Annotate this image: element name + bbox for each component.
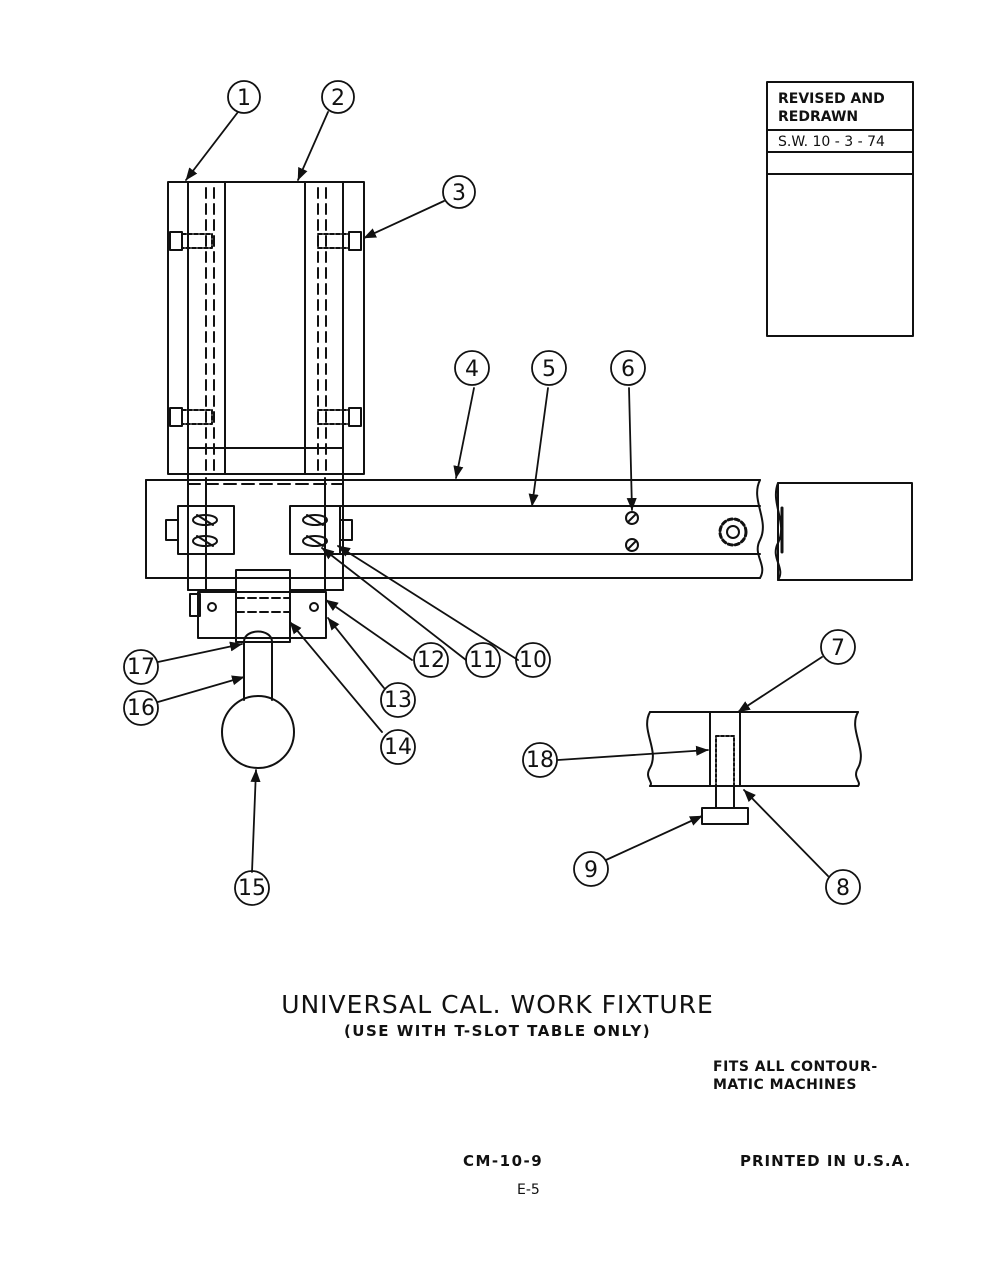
- column-base: [187, 447, 344, 591]
- callout-9-circle: [573, 851, 609, 887]
- callout-13-circle: [380, 682, 416, 718]
- callout-11: 11: [465, 642, 501, 678]
- callout-10: 10: [515, 642, 551, 678]
- callout-10-number: 10: [519, 648, 547, 673]
- callout-3-circle: [442, 175, 476, 209]
- revision-line-2: REDRAWN: [778, 109, 858, 125]
- page-number: E-5: [517, 1182, 540, 1198]
- callout-14-number: 14: [384, 735, 412, 760]
- callout-10-circle: [515, 642, 551, 678]
- callout-17-number: 17: [127, 655, 155, 680]
- callout-2-circle: [321, 80, 355, 114]
- callout-6-number: 6: [621, 357, 635, 382]
- callout-6: 6: [610, 350, 646, 386]
- callout-1: 1: [227, 80, 261, 114]
- fits-note-line-1: FITS ALL CONTOUR-: [713, 1059, 878, 1075]
- callout-1-circle: [227, 80, 261, 114]
- callout-18: 18: [522, 742, 558, 778]
- vertical-column: [167, 181, 365, 475]
- printed-in-usa: PRINTED IN U.S.A.: [740, 1152, 912, 1170]
- callout-1-number: 1: [237, 86, 251, 111]
- leader-lines: [157, 111, 829, 877]
- revision-block: REVISED AND REDRAWN S.W. 10 - 3 - 74: [766, 81, 914, 337]
- callout-5: 5: [531, 350, 567, 386]
- callout-12-number: 12: [417, 648, 445, 673]
- callout-15-circle: [234, 870, 270, 906]
- callout-5-number: 5: [542, 357, 556, 382]
- callout-14-circle: [380, 729, 416, 765]
- callout-9-number: 9: [584, 858, 598, 883]
- drawing-subtitle: (USE WITH T-SLOT TABLE ONLY): [343, 1022, 652, 1040]
- callout-7: 7: [820, 629, 856, 665]
- revision-line-3: S.W. 10 - 3 - 74: [778, 134, 885, 150]
- callout-5-circle: [531, 350, 567, 386]
- callout-17-circle: [123, 649, 159, 685]
- callout-4-number: 4: [465, 357, 479, 382]
- callout-9: 9: [573, 851, 609, 887]
- callout-6-circle: [610, 350, 646, 386]
- callout-4: 4: [454, 350, 490, 386]
- callout-13-number: 13: [384, 688, 412, 713]
- callout-11-number: 11: [469, 648, 497, 673]
- callout-3-number: 3: [452, 181, 466, 206]
- callout-7-circle: [820, 629, 856, 665]
- callout-12: 12: [413, 642, 449, 678]
- callout-15-number: 15: [238, 876, 266, 901]
- callout-17: 17: [123, 649, 159, 685]
- callout-18-number: 18: [526, 748, 554, 773]
- callout-18-circle: [522, 742, 558, 778]
- callout-2-number: 2: [331, 86, 345, 111]
- callout-3: 3: [442, 175, 476, 209]
- callout-11-circle: [465, 642, 501, 678]
- horizontal-rail: [145, 479, 913, 581]
- callout-8: 8: [825, 869, 861, 905]
- callout-16-number: 16: [127, 696, 155, 721]
- callout-2: 2: [321, 80, 355, 114]
- callout-7-number: 7: [831, 636, 845, 661]
- callout-15: 15: [234, 870, 270, 906]
- revision-line-1: REVISED AND: [778, 91, 885, 107]
- callout-16: 16: [123, 690, 159, 726]
- handle-assembly: [189, 569, 327, 769]
- fits-note: FITS ALL CONTOUR- MATIC MACHINES: [713, 1058, 878, 1094]
- drawing-title: UNIVERSAL CAL. WORK FIXTURE: [281, 990, 714, 1019]
- callout-16-circle: [123, 690, 159, 726]
- callout-8-circle: [825, 869, 861, 905]
- detail-section: [646, 711, 862, 825]
- callout-13: 13: [380, 682, 416, 718]
- callout-4-circle: [454, 350, 490, 386]
- callout-14: 14: [380, 729, 416, 765]
- drawing-number: CM-10-9: [463, 1152, 544, 1170]
- callout-8-number: 8: [836, 876, 850, 901]
- clamp-blocks: [165, 505, 353, 555]
- fits-note-line-2: MATIC MACHINES: [713, 1077, 857, 1093]
- callout-12-circle: [413, 642, 449, 678]
